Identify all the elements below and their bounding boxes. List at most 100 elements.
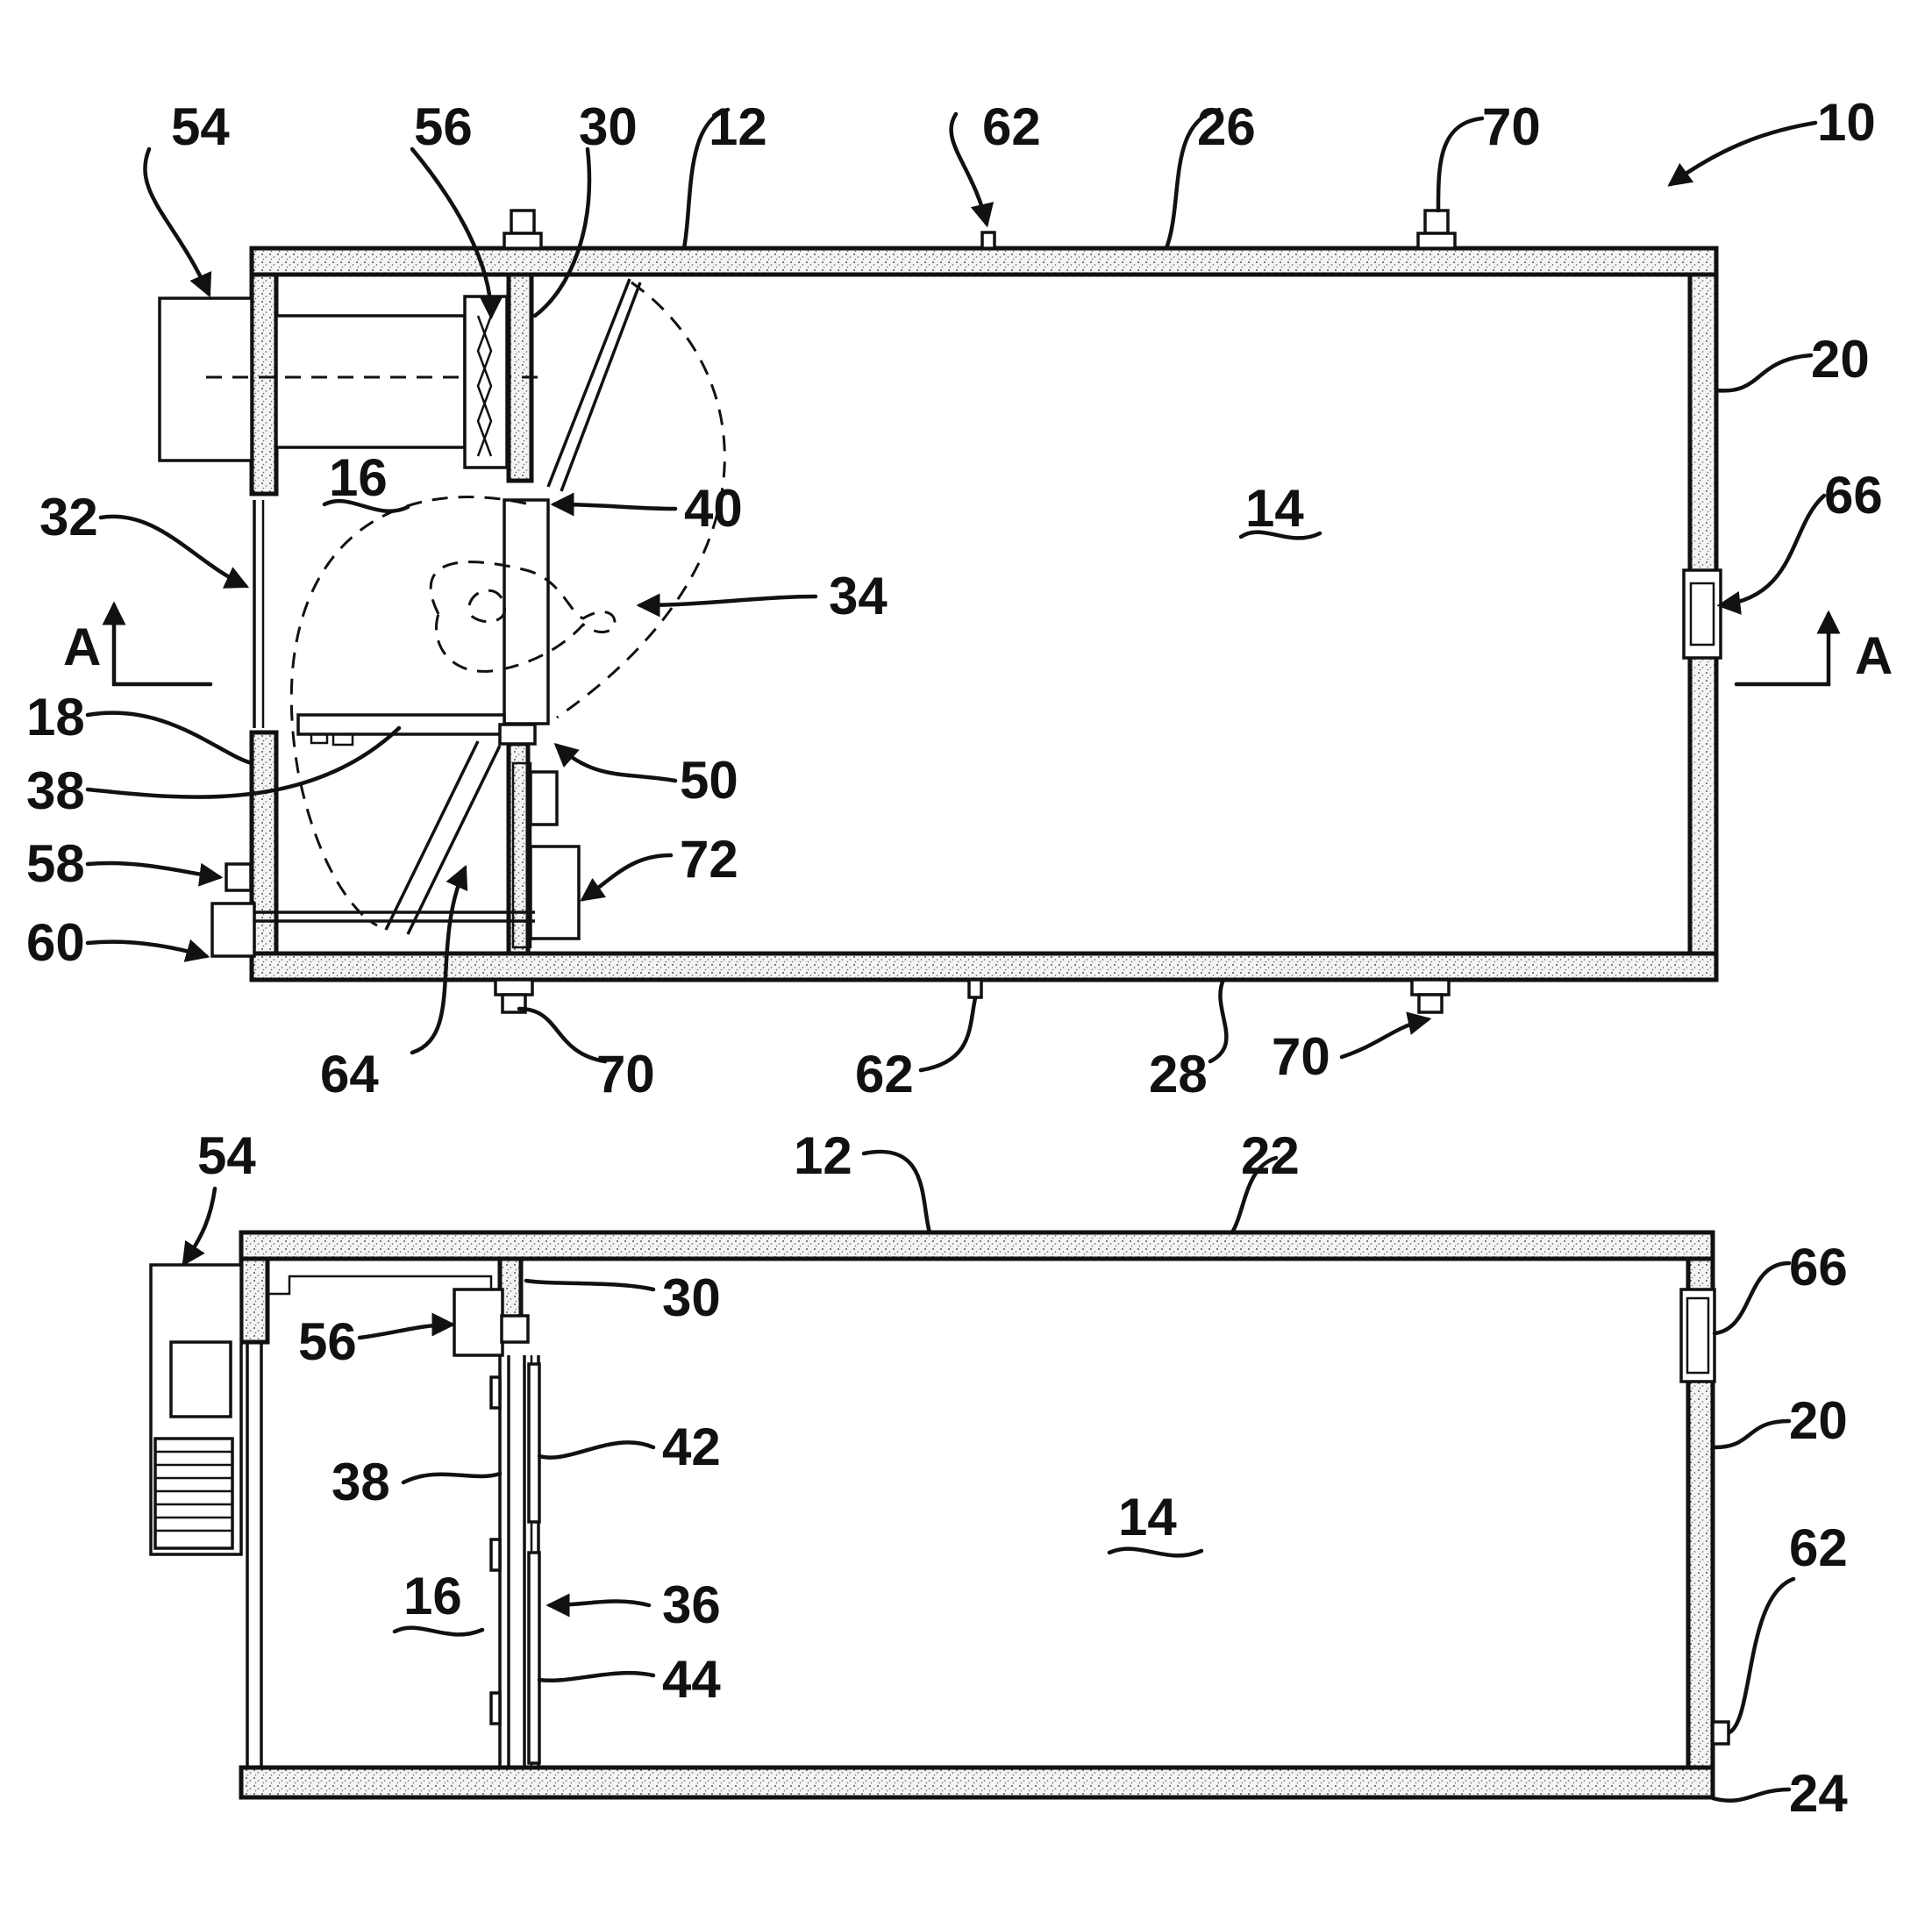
- leader-56: [412, 149, 491, 316]
- hinge-66-side: [1681, 1289, 1715, 1382]
- leader-54-side: [184, 1189, 215, 1263]
- ref-64: 64: [320, 1045, 379, 1103]
- leader-54: [145, 149, 209, 294]
- latch-50: [500, 725, 535, 744]
- door-40: [504, 500, 548, 724]
- leader-38-side: [403, 1474, 500, 1482]
- section-arrow-right: [1736, 614, 1829, 684]
- ref-12-side: 12: [794, 1126, 852, 1185]
- duct: [276, 316, 465, 447]
- ref-38: 38: [26, 761, 85, 820]
- ref-30-side: 30: [662, 1268, 721, 1327]
- leader-62b: [921, 998, 975, 1070]
- shelf-38: [298, 715, 504, 734]
- ref-36: 36: [662, 1575, 721, 1634]
- end-wall-left-side: [241, 1259, 267, 1342]
- ref-28: 28: [1149, 1045, 1208, 1103]
- underline-14-side: [1109, 1549, 1201, 1556]
- ref-70-bottom-right: 70: [1272, 1027, 1330, 1086]
- leader-20-side: [1715, 1421, 1789, 1447]
- hinge-a: [491, 1377, 500, 1408]
- leader-28: [1210, 980, 1226, 1061]
- leader-44: [539, 1673, 653, 1681]
- ref-50: 50: [680, 751, 738, 810]
- ref-12: 12: [709, 97, 767, 156]
- leader-20: [1716, 355, 1811, 390]
- ref-56-side: 56: [298, 1312, 357, 1371]
- leader-66-side: [1715, 1263, 1789, 1333]
- leader-34: [640, 596, 816, 605]
- ref-70: 70: [1482, 97, 1541, 156]
- unit-54-grille: [155, 1439, 232, 1548]
- ref-22: 22: [1241, 1126, 1300, 1185]
- fixture-60: [212, 904, 254, 956]
- figure-34-detail: [469, 590, 505, 622]
- side-view: 54 12 22 30 66 56 20 42 38 14 16 36 62 4…: [151, 1126, 1848, 1823]
- ref-32: 32: [39, 488, 98, 546]
- roof-22: [241, 1232, 1713, 1259]
- ref-10: 10: [1817, 93, 1876, 152]
- ref-60: 60: [26, 913, 85, 972]
- ref-34: 34: [829, 567, 888, 625]
- ref-30: 30: [579, 97, 638, 156]
- leader-66: [1721, 496, 1824, 605]
- ref-16-side: 16: [403, 1567, 462, 1625]
- leader-18: [88, 713, 252, 763]
- fan-56-mount: [502, 1316, 528, 1342]
- section-label-left: A: [63, 618, 101, 676]
- ref-44: 44: [662, 1650, 721, 1709]
- ref-72: 72: [680, 830, 738, 889]
- underline-16-side: [395, 1628, 482, 1635]
- ref-58: 58: [26, 834, 85, 893]
- leader-10: [1671, 123, 1815, 184]
- ref-66-side: 66: [1789, 1238, 1848, 1296]
- ref-42: 42: [662, 1418, 721, 1476]
- leader-60: [88, 942, 206, 956]
- ref-62-side: 62: [1789, 1518, 1848, 1577]
- section-arrow-left: [114, 605, 210, 684]
- vent-62-bottom: [969, 980, 981, 997]
- leader-62: [952, 114, 987, 224]
- ref-56: 56: [414, 97, 473, 156]
- ref-40: 40: [684, 479, 743, 538]
- section-label-right: A: [1855, 626, 1893, 685]
- ref-14-side: 14: [1118, 1488, 1177, 1546]
- foot-70-top-right: [1418, 211, 1455, 248]
- ref-54: 54: [171, 97, 230, 156]
- ref-66: 66: [1824, 466, 1883, 525]
- floor-24: [241, 1768, 1713, 1797]
- ref-18: 18: [26, 688, 85, 746]
- leader-12-side: [864, 1152, 930, 1232]
- hinge-c: [491, 1693, 500, 1724]
- panel-42-face: [529, 1364, 539, 1522]
- leader-42: [539, 1442, 653, 1457]
- ref-70-bottom-left: 70: [596, 1045, 655, 1103]
- leader-24: [1713, 1789, 1789, 1801]
- ref-20-side: 20: [1789, 1391, 1848, 1450]
- leader-62-side: [1729, 1579, 1793, 1732]
- leader-70c: [1342, 1019, 1428, 1057]
- leader-58: [88, 863, 219, 877]
- foot-70-top-left: [504, 211, 541, 248]
- leader-40: [554, 504, 675, 509]
- door-40-open-position: [548, 279, 630, 487]
- leader-50: [557, 746, 675, 781]
- leader-70: [1438, 118, 1482, 211]
- ref-38-side: 38: [332, 1453, 390, 1511]
- vent-62-top: [982, 232, 995, 248]
- shelf-bracket-2: [333, 734, 353, 745]
- ref-26: 26: [1197, 97, 1256, 156]
- unit-54-panel: [171, 1342, 231, 1417]
- vent-62-side: [1713, 1722, 1729, 1744]
- outer-wall-28: [252, 954, 1716, 980]
- ref-14: 14: [1245, 479, 1304, 538]
- fan-56-side: [454, 1289, 503, 1355]
- top-view: 54 56 30 12 62 26 70 10 20 66 14 16 32 4…: [26, 93, 1893, 1103]
- component-72-box: [531, 846, 579, 939]
- ref-16: 16: [329, 448, 388, 507]
- panel-44-face: [529, 1553, 539, 1763]
- ref-24: 24: [1789, 1764, 1848, 1823]
- ref-62: 62: [982, 97, 1041, 156]
- leader-72: [583, 855, 671, 899]
